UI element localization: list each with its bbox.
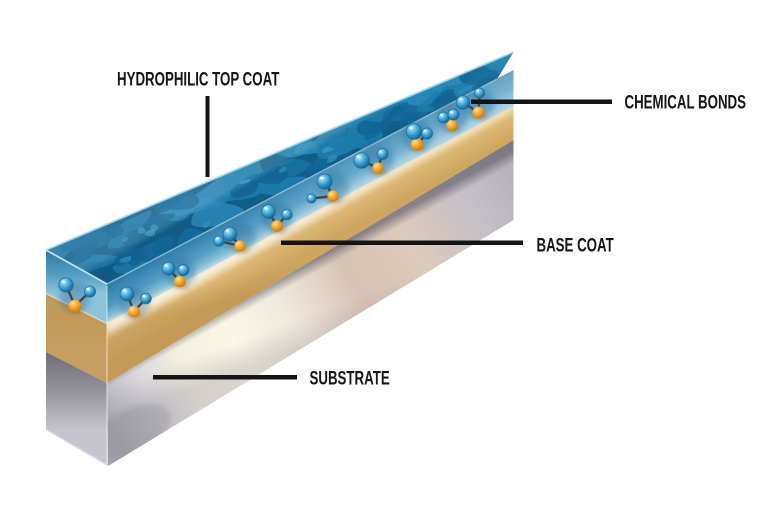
svg-text:CHEMICAL BONDS: CHEMICAL BONDS [625, 92, 747, 113]
svg-text:HYDROPHILIC TOP COAT: HYDROPHILIC TOP COAT [117, 69, 279, 90]
svg-text:SUBSTRATE: SUBSTRATE [310, 368, 390, 389]
svg-text:BASE COAT: BASE COAT [537, 235, 614, 256]
